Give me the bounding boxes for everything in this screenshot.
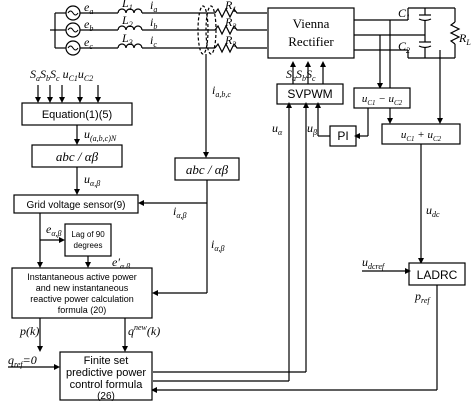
equation-input-arrows	[35, 85, 101, 103]
source-ea	[55, 5, 118, 21]
rectifier-title-2: Rectifier	[288, 34, 334, 49]
label-eb: eb	[84, 17, 93, 33]
label-pref: pref	[414, 289, 431, 305]
abc-alphabeta-right-label: abc / αβ	[186, 162, 229, 177]
fcs-line1: Finite set	[84, 355, 129, 367]
ac-source-group: ea eb ec	[50, 0, 118, 56]
label-i-abc: ia,b,c	[212, 83, 231, 99]
fcs-line3: control formula	[70, 379, 144, 391]
svpwm-switch-labels: SaSbSc	[286, 67, 316, 83]
grid-voltage-sensor-block	[13, 194, 139, 214]
dc-link-group: C1 C2 RL	[354, 6, 471, 59]
label-R1: R1	[224, 0, 236, 14]
source-ec	[55, 40, 118, 56]
label-ia: ia	[150, 0, 157, 14]
label-udc: udc	[426, 203, 440, 219]
label-L1: L1	[121, 0, 133, 12]
label-i-alphabeta-1: iα,β	[173, 204, 187, 220]
fcs-predictive-block	[59, 351, 153, 401]
label-L2: L2	[121, 13, 133, 29]
power-calc-line1: Instantaneous active power	[27, 272, 137, 282]
equation-label: Equation(1)(5)	[42, 109, 112, 121]
label-L3: L3	[121, 31, 133, 47]
current-sensor	[197, 5, 209, 55]
label-qnew: qnew(k)	[128, 323, 160, 338]
power-calc-line2: and new instantaneous	[36, 283, 129, 293]
switch-signal-labels: SaSbSc uC1uC2	[30, 67, 93, 83]
label-ic: ic	[150, 33, 157, 49]
pi-label: PI	[337, 129, 348, 143]
inductor-group: L1 L2 L3	[117, 0, 143, 49]
power-calc-line4: formula (20)	[58, 305, 107, 315]
lag-label-2: degrees	[74, 241, 103, 250]
line-wires: ia ib ic	[142, 0, 217, 55]
label-R2: R2	[224, 15, 236, 31]
label-ualpha: uα	[272, 121, 283, 137]
label-R3: R3	[224, 33, 236, 49]
ladrc-label: LADRC	[417, 268, 458, 282]
label-u-abc-N: u(a,b,c)N	[84, 127, 117, 143]
label-C2: C2	[398, 39, 410, 55]
fcs-line2: predictive power	[66, 367, 146, 379]
label-RL: RL	[458, 31, 471, 47]
lag-90-block	[64, 223, 112, 257]
label-ea: ea	[84, 0, 93, 16]
label-ib: ib	[150, 15, 157, 31]
resistor-group: R1 R2 R3	[214, 0, 267, 54]
label-ubeta: uβ	[307, 121, 317, 137]
label-e-alphabeta: eα,β	[46, 222, 62, 238]
rectifier-title-1: Vienna	[293, 16, 330, 31]
power-calc-line3: reactive power calculation	[30, 294, 134, 304]
fcs-line4: (26)	[97, 391, 115, 402]
abc-alphabeta-left-label: abc / αβ	[56, 149, 99, 164]
label-udcref: udcref	[362, 255, 386, 271]
svpwm-block	[276, 83, 344, 105]
voltage-difference-block	[353, 87, 411, 109]
label-i-alphabeta-2: iα,β	[211, 237, 225, 253]
label-u-alphabeta: uα,β	[84, 172, 100, 188]
power-calculation-block	[11, 267, 153, 319]
vienna-rectifier-block	[267, 7, 355, 59]
svpwm-label: SVPWM	[287, 87, 332, 101]
label-ec: ec	[84, 35, 93, 51]
lag-label-1: Lag of 90	[71, 230, 105, 239]
grid-voltage-sensor-label: Grid voltage sensor(9)	[27, 200, 126, 211]
label-pk: p(k)	[19, 324, 39, 338]
source-eb	[55, 22, 118, 38]
